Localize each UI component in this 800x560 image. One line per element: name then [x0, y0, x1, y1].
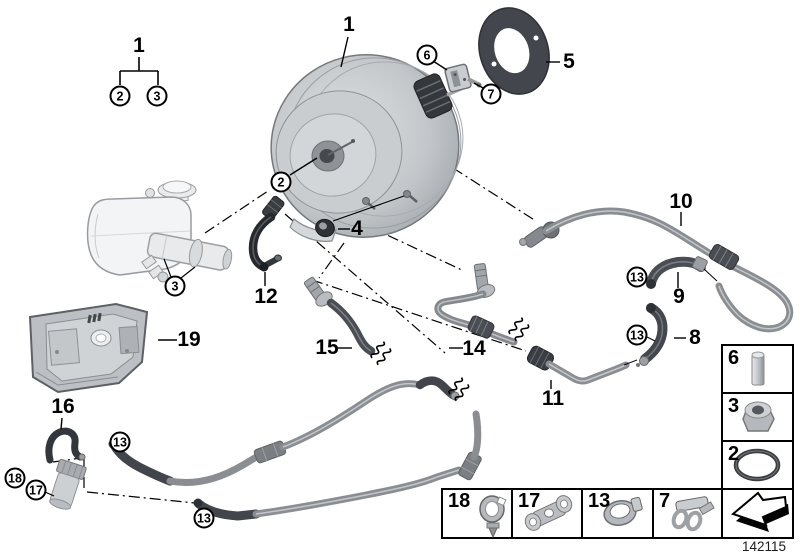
callout-11-pipe[interactable]: 11: [541, 387, 565, 410]
pipe-11-illustration: [526, 345, 638, 389]
callout-group-1[interactable]: 1: [133, 34, 145, 57]
callout-circle-18[interactable]: 18: [4, 467, 26, 489]
legend-label-3[interactable]: 3: [728, 395, 740, 417]
clevis-illustration: [444, 63, 472, 93]
callout-15-hose[interactable]: 15: [315, 336, 339, 359]
group-tree-lines: [119, 57, 159, 85]
callout-circle-3[interactable]: 3: [164, 275, 186, 297]
hose-14-illustration: [434, 263, 518, 349]
hose-9-illustration: [646, 256, 718, 289]
hose-clamp-icon: [603, 496, 643, 526]
diagram-number: 142115: [741, 539, 786, 554]
callout-12-pipe[interactable]: 12: [254, 285, 278, 308]
hex-nut-icon: [742, 401, 775, 432]
brake-booster-illustration: [270, 54, 482, 242]
o-ring-icon: [733, 448, 781, 482]
callout-circle-13-b[interactable]: 13: [626, 324, 648, 346]
double-eye-bracket-icon: [524, 495, 573, 531]
bulkhead-cover-illustration: [28, 302, 177, 394]
callout-circle-6[interactable]: 6: [416, 44, 438, 66]
callout-circle-17[interactable]: 17: [25, 479, 47, 501]
callout-circle-13-a[interactable]: 13: [626, 266, 648, 288]
legend-label-7[interactable]: 7: [659, 490, 671, 512]
legend-label-13[interactable]: 13: [588, 490, 611, 512]
lower-long-hose-illustration: [193, 410, 482, 521]
spring-clip-icon: [671, 496, 715, 532]
hose-break-marks: [370, 317, 530, 402]
callout-8-hose[interactable]: 8: [689, 326, 701, 349]
callout-circle-13-d[interactable]: 13: [193, 507, 215, 529]
callout-9-hose[interactable]: 9: [673, 285, 685, 308]
upper-long-hose-illustration: [108, 376, 460, 486]
callout-circle-2[interactable]: 2: [270, 171, 292, 193]
hose-15-illustration: [303, 276, 376, 356]
callout-1-booster[interactable]: 1: [343, 13, 355, 36]
callout-circle-2-group[interactable]: 2: [109, 85, 131, 107]
grommet-illustration: [315, 195, 405, 238]
callout-5-gasket[interactable]: 5: [563, 50, 575, 73]
fluid-reservoir-illustration: [86, 180, 233, 283]
legend-label-18[interactable]: 18: [448, 490, 471, 512]
gasket-illustration: [478, 7, 560, 95]
legend-box-7: [652, 488, 724, 539]
callout-circle-3-group[interactable]: 3: [146, 85, 168, 107]
callout-circle-7[interactable]: 7: [480, 83, 502, 105]
direction-arrow-icon: [730, 491, 789, 532]
callout-16-hose[interactable]: 16: [51, 395, 75, 418]
hose-16-valve-17-illustration: [44, 417, 87, 510]
callout-10-pipe[interactable]: 10: [669, 190, 693, 213]
vacuum-pipe-12-illustration: [248, 195, 285, 286]
callout-4-grommet[interactable]: 4: [351, 217, 363, 240]
callout-19-cover[interactable]: 19: [177, 328, 201, 351]
legend-label-6[interactable]: 6: [728, 347, 740, 369]
legend-label-2[interactable]: 2: [728, 443, 740, 465]
dowel-pin-icon: [751, 351, 765, 386]
hose-8-illustration: [636, 303, 686, 367]
callout-circle-13-c[interactable]: 13: [109, 431, 131, 453]
hose-holder-icon: [479, 495, 507, 539]
callout-14-hose[interactable]: 14: [462, 337, 486, 360]
pipe-10-illustration: [519, 207, 794, 333]
legend-label-17[interactable]: 17: [518, 490, 541, 512]
